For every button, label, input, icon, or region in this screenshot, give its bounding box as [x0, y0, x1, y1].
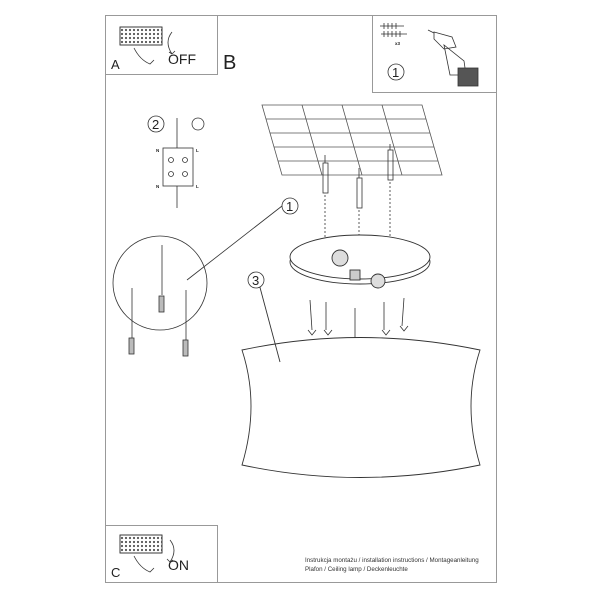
panel-b-letter: B [223, 52, 237, 74]
wall-plugs [322, 144, 394, 240]
wiring-detail [162, 117, 205, 208]
switch-on-icon [119, 534, 175, 573]
switch-off-icon [119, 26, 176, 65]
panel-c-letter: C [111, 565, 121, 580]
terminal-n-bottom: N [156, 184, 159, 189]
screws-qty: x3 [395, 41, 401, 46]
switch-off-label: OFF [168, 51, 196, 67]
instruction-sheet [105, 15, 497, 583]
step-1-tools-marker [387, 63, 405, 81]
panel-a-letter: A [111, 57, 120, 72]
footer-line-2: Plafon / Ceiling lamp / Deckenleuchte [305, 566, 408, 573]
terminal-l-top: L [196, 148, 199, 153]
plate-screws [307, 297, 409, 344]
tools-step-number: 1 [392, 65, 399, 80]
tools-illustration [380, 23, 479, 87]
footer-line-1: Instrukcja montażu / installation instru… [305, 557, 479, 564]
terminal-l-bottom: L [196, 184, 199, 189]
wiring-step-number: 2 [152, 117, 159, 132]
tools-panel [372, 15, 497, 93]
panel-a-switch-off: A OFF [105, 15, 218, 75]
ceiling-grid [261, 104, 443, 176]
step-2-marker [147, 115, 165, 133]
mount-step-number: 1 [286, 199, 293, 214]
panel-c-switch-on: C ON [105, 525, 218, 583]
terminal-n-top: N [156, 148, 159, 153]
lamp-shade [241, 279, 481, 478]
switch-on-label: ON [168, 557, 189, 573]
plug-detail-circle [112, 205, 283, 357]
step-1-mount-marker [281, 197, 299, 215]
mounting-plate [289, 234, 431, 289]
shade-step-number: 3 [252, 273, 259, 288]
step-3-marker [247, 271, 265, 289]
